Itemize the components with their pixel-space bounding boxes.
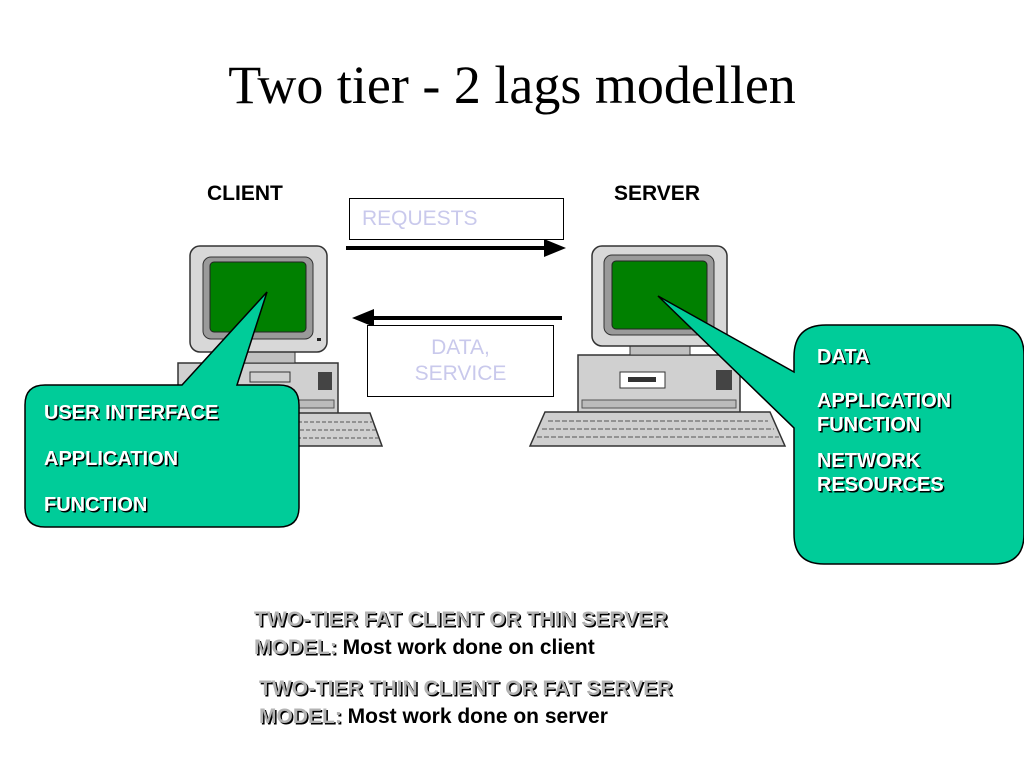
server-computer	[528, 245, 787, 447]
client-label: CLIENT	[207, 182, 283, 205]
client-callout-text: USER INTERFACE APPLICATION FUNCTION	[44, 401, 294, 539]
model-description: Most work done on server	[347, 705, 608, 729]
model-thin-client: TWO-TIER THIN CLIENT OR FAT SERVER MODEL…	[259, 675, 672, 732]
client-computer	[177, 245, 384, 447]
server-callout-item: APPLICATION FUNCTION	[817, 390, 952, 436]
model-prefix: MODEL:	[259, 705, 342, 729]
model-prefix: MODEL:	[254, 636, 337, 660]
server-callout-shape	[657, 295, 1024, 565]
requests-arrow	[346, 239, 566, 257]
client-callout-item: USER INTERFACE	[44, 402, 219, 424]
server-callout-item: NETWORK RESOURCES	[817, 450, 944, 496]
server-label: SERVER	[614, 182, 700, 205]
page-title: Two tier - 2 lags modellen	[228, 55, 796, 115]
client-callout-shape	[24, 291, 300, 528]
data-service-label-line2: SERVICE	[414, 362, 507, 386]
model-heading: TWO-TIER THIN CLIENT OR FAT SERVER	[259, 677, 673, 700]
server-callout-item: DATA	[817, 346, 870, 368]
model-description: Most work done on client	[342, 636, 595, 660]
server-callout-text: DATA APPLICATION FUNCTION NETWORK RESOUR…	[817, 345, 997, 519]
model-fat-client: TWO-TIER FAT CLIENT OR THIN SERVER MODEL…	[254, 606, 667, 663]
data-service-box: DATA, SERVICE	[367, 325, 554, 397]
requests-label: REQUESTS	[362, 207, 478, 230]
client-callout-item: FUNCTION	[44, 494, 148, 516]
requests-box: REQUESTS	[349, 198, 564, 240]
data-service-label-line1: DATA,	[431, 336, 490, 359]
client-callout-item: APPLICATION	[44, 448, 179, 470]
model-heading: TWO-TIER FAT CLIENT OR THIN SERVER	[254, 608, 668, 631]
data-service-arrow	[352, 309, 562, 327]
